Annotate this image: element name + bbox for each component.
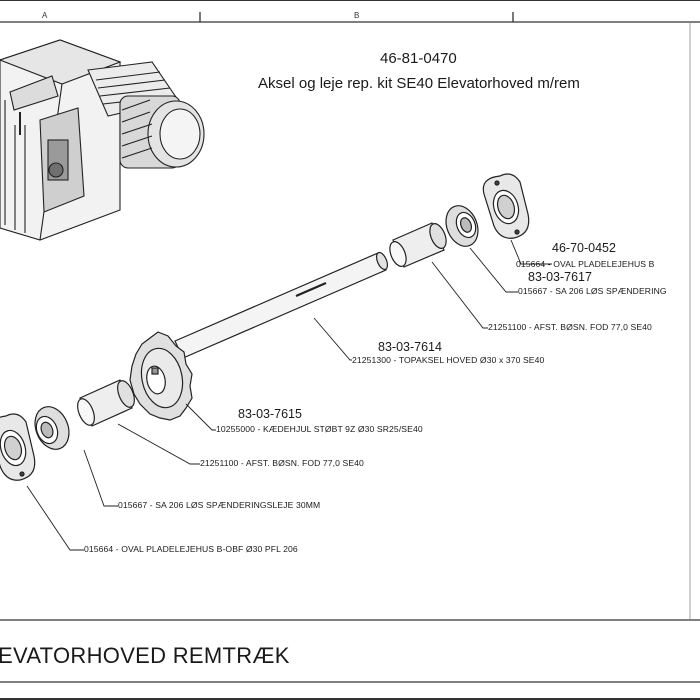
part-number-83-03-7617: 83-03-7617 [528,270,592,284]
part-number-83-03-7615: 83-03-7615 [238,407,302,421]
leader-lines [26,239,552,551]
bearing-top [445,205,479,247]
callout-oval-housing-top: 015664 - OVAL PLADELEJEHUS B [516,259,655,269]
oval-bearing-housing-top [482,173,530,239]
callout-spacer-top: 21251100 - AFST. BØSN. FOD 77,0 SE40 [488,322,652,332]
spacer-sleeve-top [389,222,447,268]
column-letter-b: B [354,11,360,20]
bearing-bottom [34,406,70,450]
oval-bearing-housing-bottom [0,413,36,481]
callout-bearing-bottom: 015667 - SA 206 LØS SPÆNDERINGSLEJE 30MM [118,500,321,510]
column-letter-a: A [42,11,48,20]
part-number-83-03-7614: 83-03-7614 [378,340,442,354]
spacer-sleeve-bottom [77,379,135,427]
top-shaft [174,251,389,359]
callout-top-shaft: 21251300 - TOPAKSEL HOVED Ø30 x 370 SE40 [352,355,545,365]
elevator-head-illustration [0,39,205,241]
kit-number: 46-81-0470 [380,50,457,67]
drawing-title: EVATORHOVED REMTRÆK [0,643,290,668]
kit-description: Aksel og leje rep. kit SE40 Elevatorhove… [258,75,580,92]
callout-sprocket: 10255000 - KÆDEHJUL STØBT 9Z Ø30 SR25/SE… [216,424,423,434]
callout-bearing-top: 015667 - SA 206 LØS SPÆNDERING [518,286,667,296]
callout-oval-housing-bottom: 015664 - OVAL PLADELEJEHUS B-OBF Ø30 PFL… [84,544,298,554]
callout-spacer-bottom: 21251100 - AFST. BØSN. FOD 77,0 SE40 [200,458,364,468]
part-number-46-70-0452: 46-70-0452 [552,241,616,255]
chain-sprocket [129,331,193,421]
